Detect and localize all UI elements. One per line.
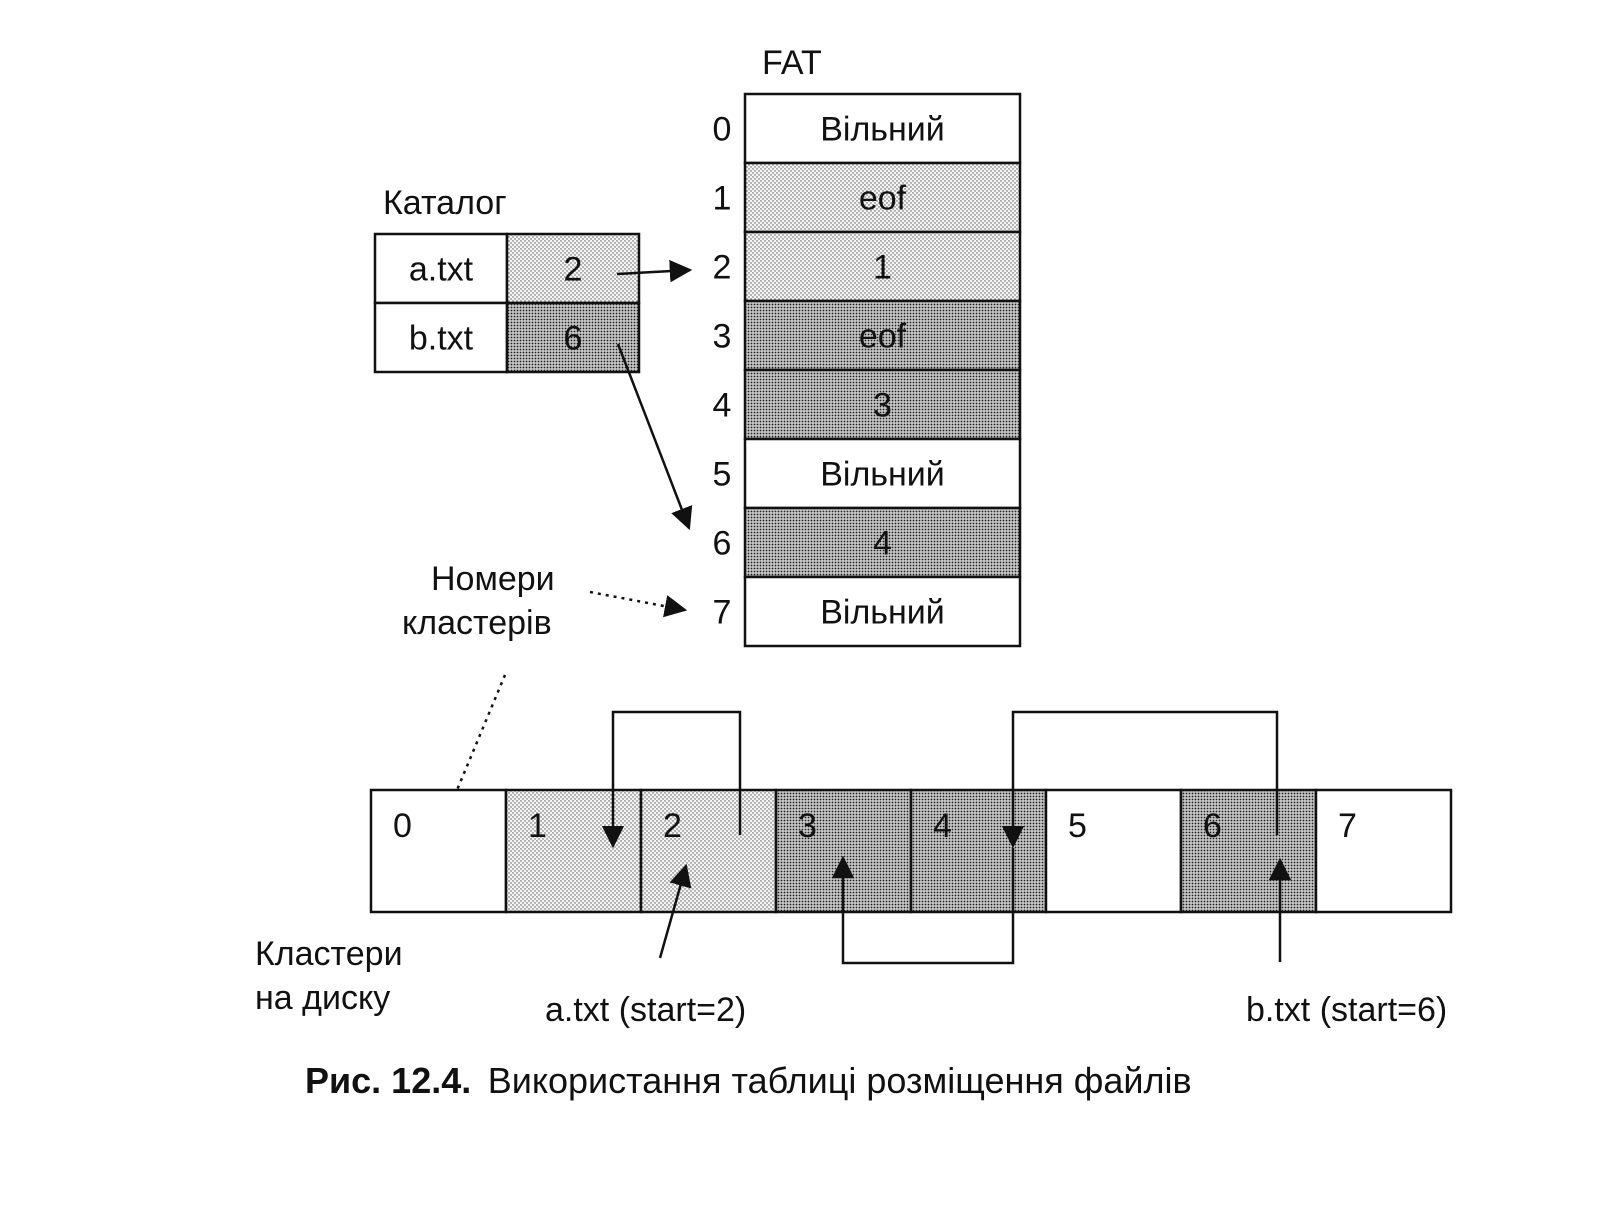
dotted-arrow-to-disk-cluster xyxy=(434,674,507,841)
fat-value-4: 3 xyxy=(873,387,892,425)
fat-index-3: 3 xyxy=(713,318,732,356)
disk-cluster-label-0: 0 xyxy=(393,807,412,845)
disk-cluster-label-4: 4 xyxy=(933,807,952,845)
caption-text: Використання таблиці розміщення файлів xyxy=(488,1060,1192,1101)
disk-cluster-2 xyxy=(639,788,778,914)
fat-index-6: 6 xyxy=(713,525,732,563)
cluster-numbers-label-line1: Номери xyxy=(431,560,555,598)
fat-row-0 xyxy=(743,92,1022,165)
fat-index-1: 1 xyxy=(713,180,732,218)
disk-cluster-label-2: 2 xyxy=(663,807,682,845)
disk-clusters-label-line1: Кластери xyxy=(255,935,403,973)
fat-value-7: Вільний xyxy=(820,594,945,632)
disk-cluster-label-6: 6 xyxy=(1203,807,1222,845)
disk-cluster-0 xyxy=(369,788,508,914)
catalog-start-1: 6 xyxy=(564,320,583,358)
disk-cluster-label-5: 5 xyxy=(1068,807,1087,845)
catalog-filename-1: b.txt xyxy=(409,320,474,358)
fat-index-7: 7 xyxy=(713,594,732,632)
disk-cluster-7 xyxy=(1314,788,1453,914)
disk-cluster-1 xyxy=(504,788,643,914)
link-2-to-1 xyxy=(601,710,742,849)
fat-value-2: 1 xyxy=(873,249,892,287)
catalog-start-cell-0 xyxy=(505,232,641,305)
catalog-start-cell-1 xyxy=(505,301,641,374)
catalog-title: Каталог xyxy=(383,184,507,222)
figure-caption: Рис. 12.4. Використання таблиці розміщен… xyxy=(305,1060,1192,1101)
catalog-start-0: 2 xyxy=(564,251,583,289)
b-start-label: b.txt (start=6) xyxy=(1246,991,1447,1029)
arrow-b-to-fat xyxy=(616,343,693,531)
fat-value-6: 4 xyxy=(873,525,892,563)
fat-index-5: 5 xyxy=(713,456,732,494)
fat-row-1 xyxy=(743,161,1022,234)
link-6-to-4 xyxy=(1001,710,1279,849)
fat-title: FAT xyxy=(762,44,822,82)
disk-cluster-4 xyxy=(909,788,1048,914)
fat-index-0: 0 xyxy=(713,111,732,149)
fat-row-5 xyxy=(743,437,1022,510)
arrow-a-start xyxy=(658,863,692,959)
caption-number: Рис. 12.4. xyxy=(305,1060,471,1101)
fat-row-7 xyxy=(743,575,1022,648)
cluster-numbers-label-line2: кластерів xyxy=(402,604,552,642)
link-4-to-3 xyxy=(831,848,1015,965)
arrow-a-to-fat xyxy=(616,259,693,283)
disk-cluster-5 xyxy=(1044,788,1183,914)
disk-clusters-label-line2: на диску xyxy=(255,979,390,1017)
catalog-table: a.txt 2 b.txt 6 xyxy=(373,232,641,374)
disk-cluster-6 xyxy=(1179,788,1318,914)
disk-cluster-label-1: 1 xyxy=(528,807,547,845)
fat-value-1: eof xyxy=(859,180,907,218)
disk-cluster-label-7: 7 xyxy=(1338,807,1357,845)
fat-value-3: eof xyxy=(859,318,907,356)
catalog-filename-0: a.txt xyxy=(409,251,474,289)
a-start-label: a.txt (start=2) xyxy=(545,991,746,1029)
dotted-arrow-to-fat-index xyxy=(589,590,688,618)
fat-value-0: Вільний xyxy=(820,111,945,149)
fat-index-4: 4 xyxy=(713,387,732,425)
disk-clusters: 0 1 2 3 4 5 6 7 xyxy=(369,788,1453,914)
fat-index-2: 2 xyxy=(713,249,732,287)
fat-row-3 xyxy=(743,299,1022,372)
disk-cluster-label-3: 3 xyxy=(798,807,817,845)
fat-value-5: Вільний xyxy=(820,456,945,494)
